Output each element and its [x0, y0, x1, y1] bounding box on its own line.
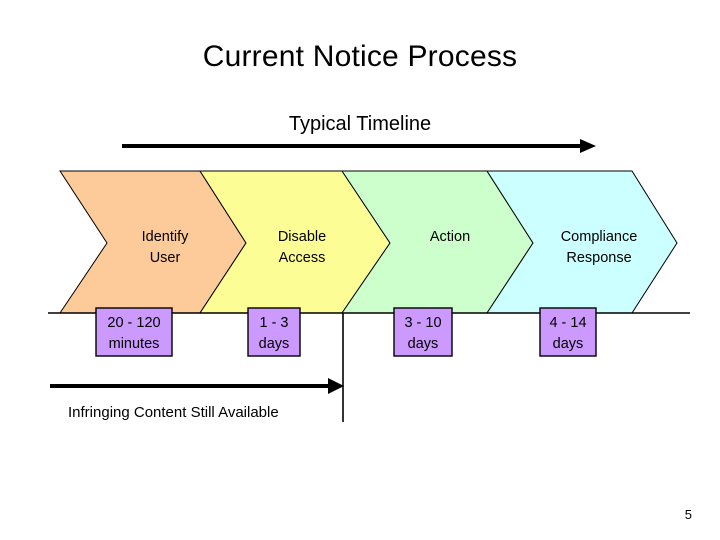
stage-chevron-action[interactable]: Action — [341, 170, 534, 314]
duration-label-line1: 1 - 3 — [259, 315, 288, 331]
duration-label-line1: 20 - 120 — [107, 315, 160, 331]
duration-label-line1: 4 - 14 — [549, 315, 586, 331]
duration-box-action[interactable]: 3 - 10 days — [393, 307, 453, 357]
availability-arrow — [50, 378, 344, 394]
stage-chevron-compliance-response[interactable]: Compliance Response — [486, 170, 678, 314]
duration-box-identify-user[interactable]: 20 - 120 minutes — [95, 307, 173, 357]
duration-box-disable-access[interactable]: 1 - 3 days — [247, 307, 301, 357]
timeline-arrow — [122, 139, 596, 153]
duration-label-line2: days — [259, 336, 290, 352]
stage-label-line1: Identify — [142, 229, 189, 245]
availability-note: Infringing Content Still Available — [68, 404, 279, 421]
stage-label-line1: Disable — [278, 229, 326, 245]
duration-label-line2: days — [408, 336, 439, 352]
stage-label-line1: Compliance — [561, 229, 638, 245]
duration-label-line2: minutes — [109, 336, 160, 352]
stage-label-line1: Action — [430, 229, 470, 245]
duration-label-line1: 3 - 10 — [404, 315, 441, 331]
stage-label-line2: Response — [566, 250, 631, 266]
page-title: Current Notice Process — [202, 40, 518, 73]
stage-label-line2: Access — [279, 250, 326, 266]
duration-box-compliance-response[interactable]: 4 - 14 days — [539, 307, 597, 357]
slide-subtitle: Typical Timeline — [288, 113, 432, 135]
stage-label-line2: User — [150, 250, 181, 266]
stage-chevron-identify-user[interactable]: Identify User — [59, 170, 247, 314]
page-number: 5 — [684, 507, 692, 522]
duration-label-line2: days — [553, 336, 584, 352]
